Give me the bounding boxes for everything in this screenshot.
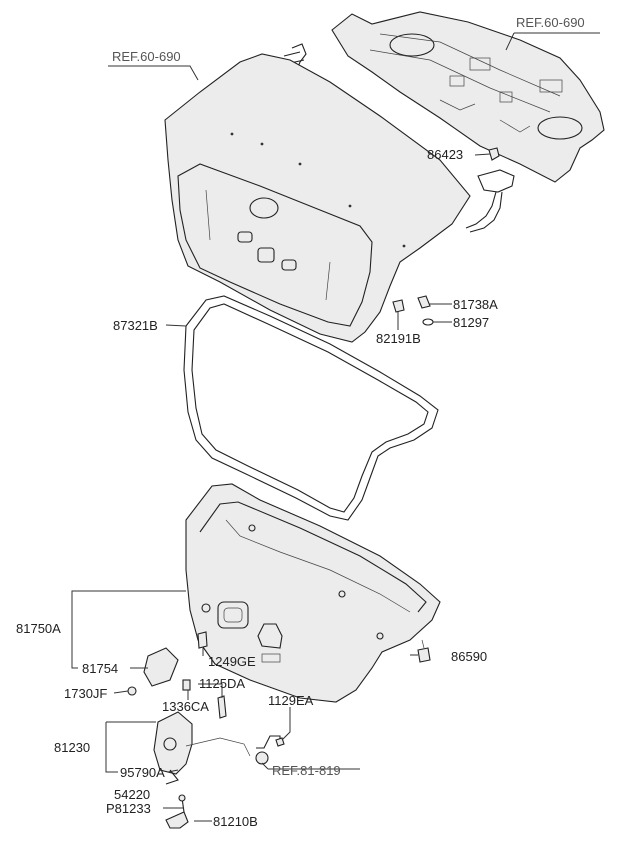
- part-label-86590: 86590: [451, 649, 487, 664]
- part-label-86423: 86423: [427, 147, 463, 162]
- bolt-1125da: [217, 695, 227, 719]
- ref-label-rear-panel-left: REF.60-690: [112, 49, 181, 64]
- part-label-1336ca: 1336CA: [162, 699, 209, 714]
- part-label-81297: 81297: [453, 315, 489, 330]
- part-label-81754: 81754: [82, 661, 118, 676]
- lock-cylinder-1129ea: [255, 735, 285, 765]
- nut-1730jf: [127, 686, 137, 696]
- part-label-81230: 81230: [54, 740, 90, 755]
- part-label-81738a: 81738A: [453, 297, 498, 312]
- bolt-1249ge: [197, 631, 208, 649]
- trunk-lid: [164, 53, 471, 343]
- part-label-p81233: P81233: [106, 801, 151, 816]
- part-label-82191b: 82191B: [376, 331, 421, 346]
- trunk-lid-trim-panel: [185, 483, 441, 703]
- ref-label-latch: REF.81-819: [272, 763, 341, 778]
- part-label-1125da: 1125DA: [199, 676, 245, 691]
- bumper-stopper-82191b: [392, 299, 405, 313]
- ref-label-rear-panel-right: REF.60-690: [516, 15, 585, 30]
- striker-81210b: [165, 794, 189, 829]
- part-label-1249ge: 1249GE: [208, 654, 256, 669]
- latch-81230: [153, 711, 251, 775]
- clip-86423: [488, 147, 500, 161]
- clip-1336ca: [182, 679, 191, 691]
- leader-lines: [71, 32, 600, 822]
- part-label-54220: 54220: [114, 787, 150, 802]
- part-label-87321b: 87321B: [113, 318, 158, 333]
- part-label-1129ea: 1129EA: [268, 693, 314, 708]
- lock-cover-81754: [143, 647, 179, 687]
- part-label-81750a: 81750A: [16, 621, 61, 636]
- trunk-hinge-right: [465, 169, 515, 233]
- part-label-1730jf: 1730JF: [64, 686, 107, 701]
- latch-actuator-95790a: [165, 769, 179, 785]
- clip-86590: [417, 639, 431, 663]
- part-label-81210b: 81210B: [213, 814, 258, 829]
- bumper-81738a: [417, 295, 431, 309]
- part-label-95790a: 95790A: [120, 765, 165, 780]
- oring-81297: [422, 318, 434, 326]
- callout-labels: REF.60-690 REF.60-690 REF.81-819 86423 8…: [16, 15, 585, 829]
- rear-package-tray: [331, 11, 605, 183]
- weatherstrip-seal: [183, 295, 439, 521]
